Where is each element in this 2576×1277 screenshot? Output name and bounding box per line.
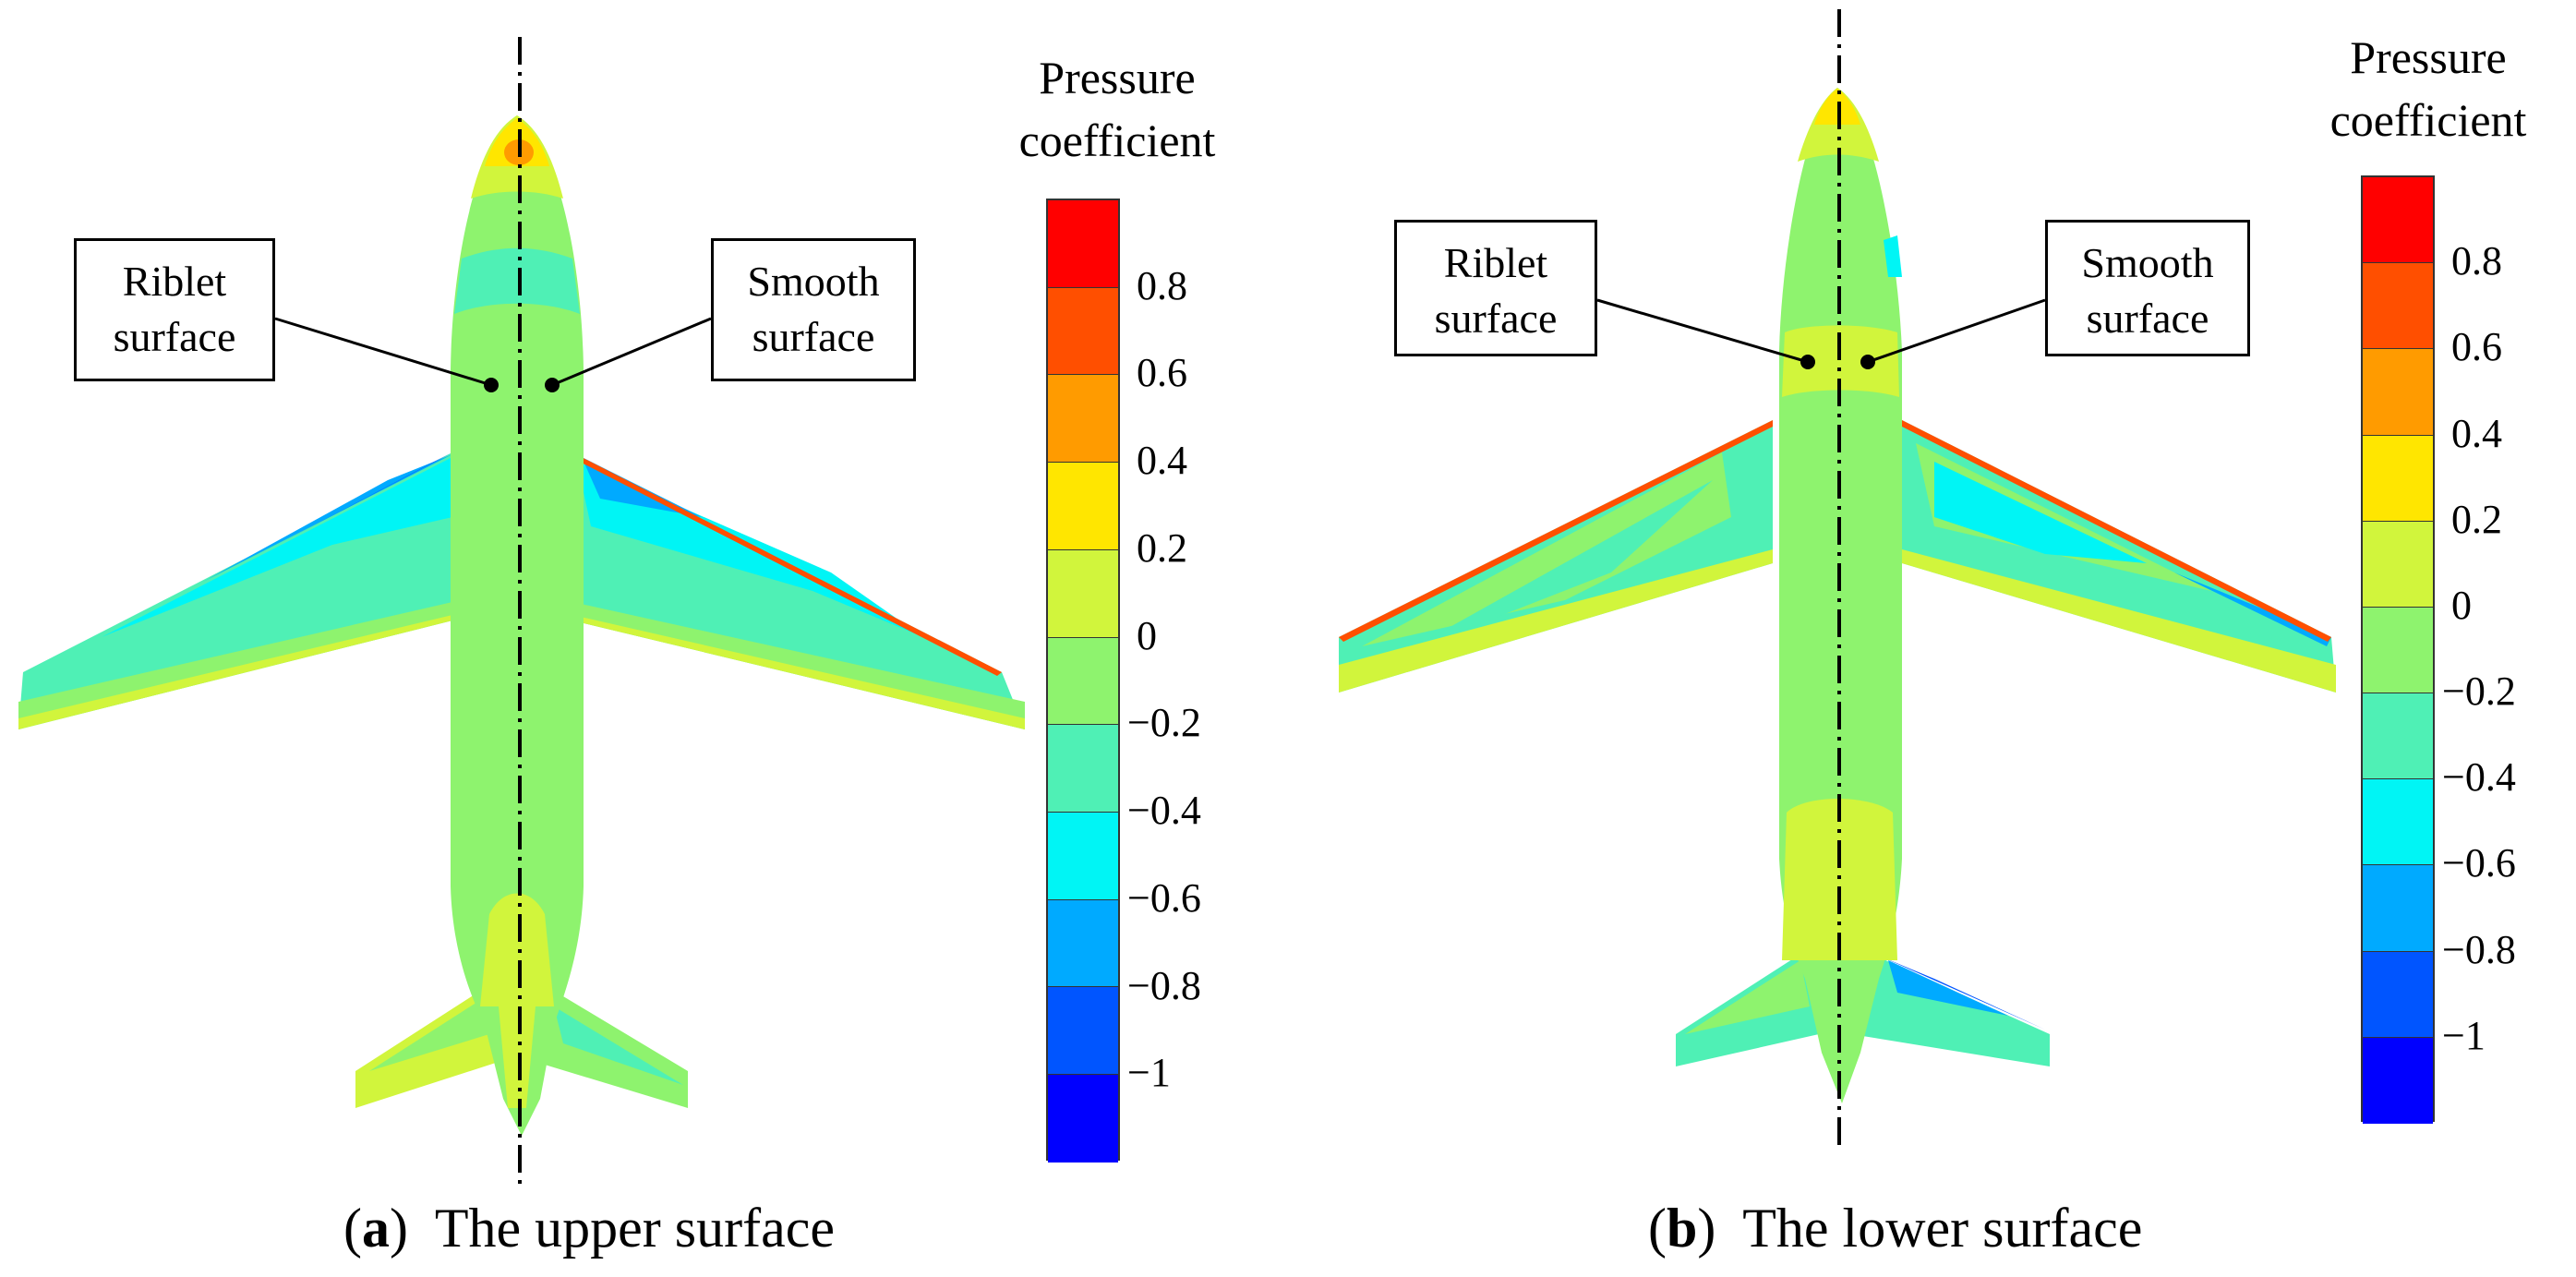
colorbar-tick-label: −0.6 [1127, 874, 1201, 921]
smooth-surface-label: Smooth surface [2045, 220, 2250, 356]
smooth-label-line2: surface [752, 313, 875, 360]
colorbar-title-line2: coefficient [1018, 114, 1216, 166]
aircraft-upper-contour [18, 37, 1025, 1191]
caption-text: The upper surface [434, 1198, 835, 1259]
colorbar-level [1048, 899, 1118, 988]
colorbar-tick-label: −0.2 [2442, 669, 2516, 715]
colorbar-tick-label: 0.8 [2451, 238, 2502, 284]
smooth-surface-label: Smooth surface [711, 238, 916, 381]
colorbar-level [1048, 1075, 1118, 1163]
colorbar [2361, 175, 2435, 1124]
colorbar-title: Pressure coefficient [969, 46, 1265, 172]
colorbar-level [1048, 549, 1118, 638]
colorbar-tick-label: 0.2 [1137, 524, 1187, 571]
colorbar-level [1048, 463, 1118, 550]
riblet-surface-label: Riblet surface [1394, 220, 1597, 356]
colorbar-title-line2: coefficient [2329, 94, 2527, 146]
colorbar-tick-label: −0.8 [1127, 962, 1201, 1008]
colorbar-title: Pressure coefficient [2281, 26, 2576, 151]
colorbar-tick-label: 0.6 [1137, 350, 1187, 396]
riblet-probe-dot [1800, 355, 1815, 369]
colorbar-title-line1: Pressure [1039, 52, 1196, 103]
colorbar-level [1048, 813, 1118, 900]
smooth-label-line2: surface [2086, 295, 2209, 342]
riblet-label-line2: surface [1434, 295, 1558, 342]
smooth-probe-dot [1860, 355, 1875, 369]
colorbar-level [2363, 607, 2433, 694]
colorbar-level [2363, 263, 2433, 350]
caption-text: The lower surface [1742, 1198, 2143, 1259]
colorbar-level [1048, 200, 1118, 288]
colorbar-level [2363, 177, 2433, 264]
colorbar-level [2363, 349, 2433, 436]
smooth-label-line1: Smooth [2081, 239, 2214, 286]
colorbar-tick-label: 0.2 [2451, 496, 2502, 542]
colorbar-level [2363, 779, 2433, 866]
colorbar-tick-label: −1 [2442, 1012, 2486, 1058]
colorbar-tick-label: 0 [1137, 612, 1157, 658]
colorbar-tick-label: 0 [2451, 582, 2472, 628]
riblet-label-line1: Riblet [122, 258, 227, 305]
colorbar-tick-label: 0.4 [2451, 410, 2502, 456]
colorbar-level [2363, 521, 2433, 608]
panel-upper-surface: Riblet surface Smooth surface Pressure c… [18, 37, 1265, 1259]
fuselage [451, 115, 584, 1136]
colorbar-level [2363, 693, 2433, 780]
colorbar-tick-label: −0.4 [1127, 788, 1201, 834]
colorbar-tick-label: 0.6 [2451, 324, 2502, 370]
colorbar-level [1048, 725, 1118, 813]
colorbar-tick-label: −1 [1127, 1050, 1171, 1096]
colorbar-level [2363, 1037, 2433, 1124]
colorbar-level [2363, 951, 2433, 1038]
smooth-label-line1: Smooth [747, 258, 880, 305]
colorbar [1046, 199, 1120, 1163]
panel-lower-surface: Riblet surface Smooth surface Pressure c… [1288, 0, 2576, 1277]
colorbar-level [1048, 287, 1118, 376]
colorbar-level [2363, 865, 2433, 952]
riblet-label-line2: surface [113, 313, 236, 360]
colorbar-title-line1: Pressure [2350, 31, 2507, 83]
aircraft-lower-contour [1339, 9, 2336, 1145]
colorbar-level [1048, 375, 1118, 464]
colorbar-tick-label: −0.2 [1127, 700, 1201, 746]
colorbar-level [1048, 637, 1118, 726]
caption-letter: b [1666, 1198, 1698, 1259]
colorbar-tick-label: −0.4 [2442, 754, 2516, 801]
colorbar-tick-label: −0.8 [2442, 926, 2516, 972]
caption: (a) The upper surface [343, 1198, 835, 1259]
colorbar-tick-label: 0.8 [1137, 262, 1187, 308]
smooth-probe-dot [545, 378, 560, 392]
colorbar-tick-label: 0.4 [1137, 438, 1187, 484]
riblet-surface-label: Riblet surface [74, 238, 275, 381]
colorbar-level [1048, 987, 1118, 1076]
colorbar-level [2363, 435, 2433, 522]
caption-letter: a [361, 1198, 390, 1259]
riblet-probe-dot [484, 378, 499, 392]
colorbar-tick-label: −0.6 [2442, 840, 2516, 886]
caption: (b) The lower surface [1648, 1198, 2143, 1259]
riblet-label-line1: Riblet [1443, 239, 1548, 286]
